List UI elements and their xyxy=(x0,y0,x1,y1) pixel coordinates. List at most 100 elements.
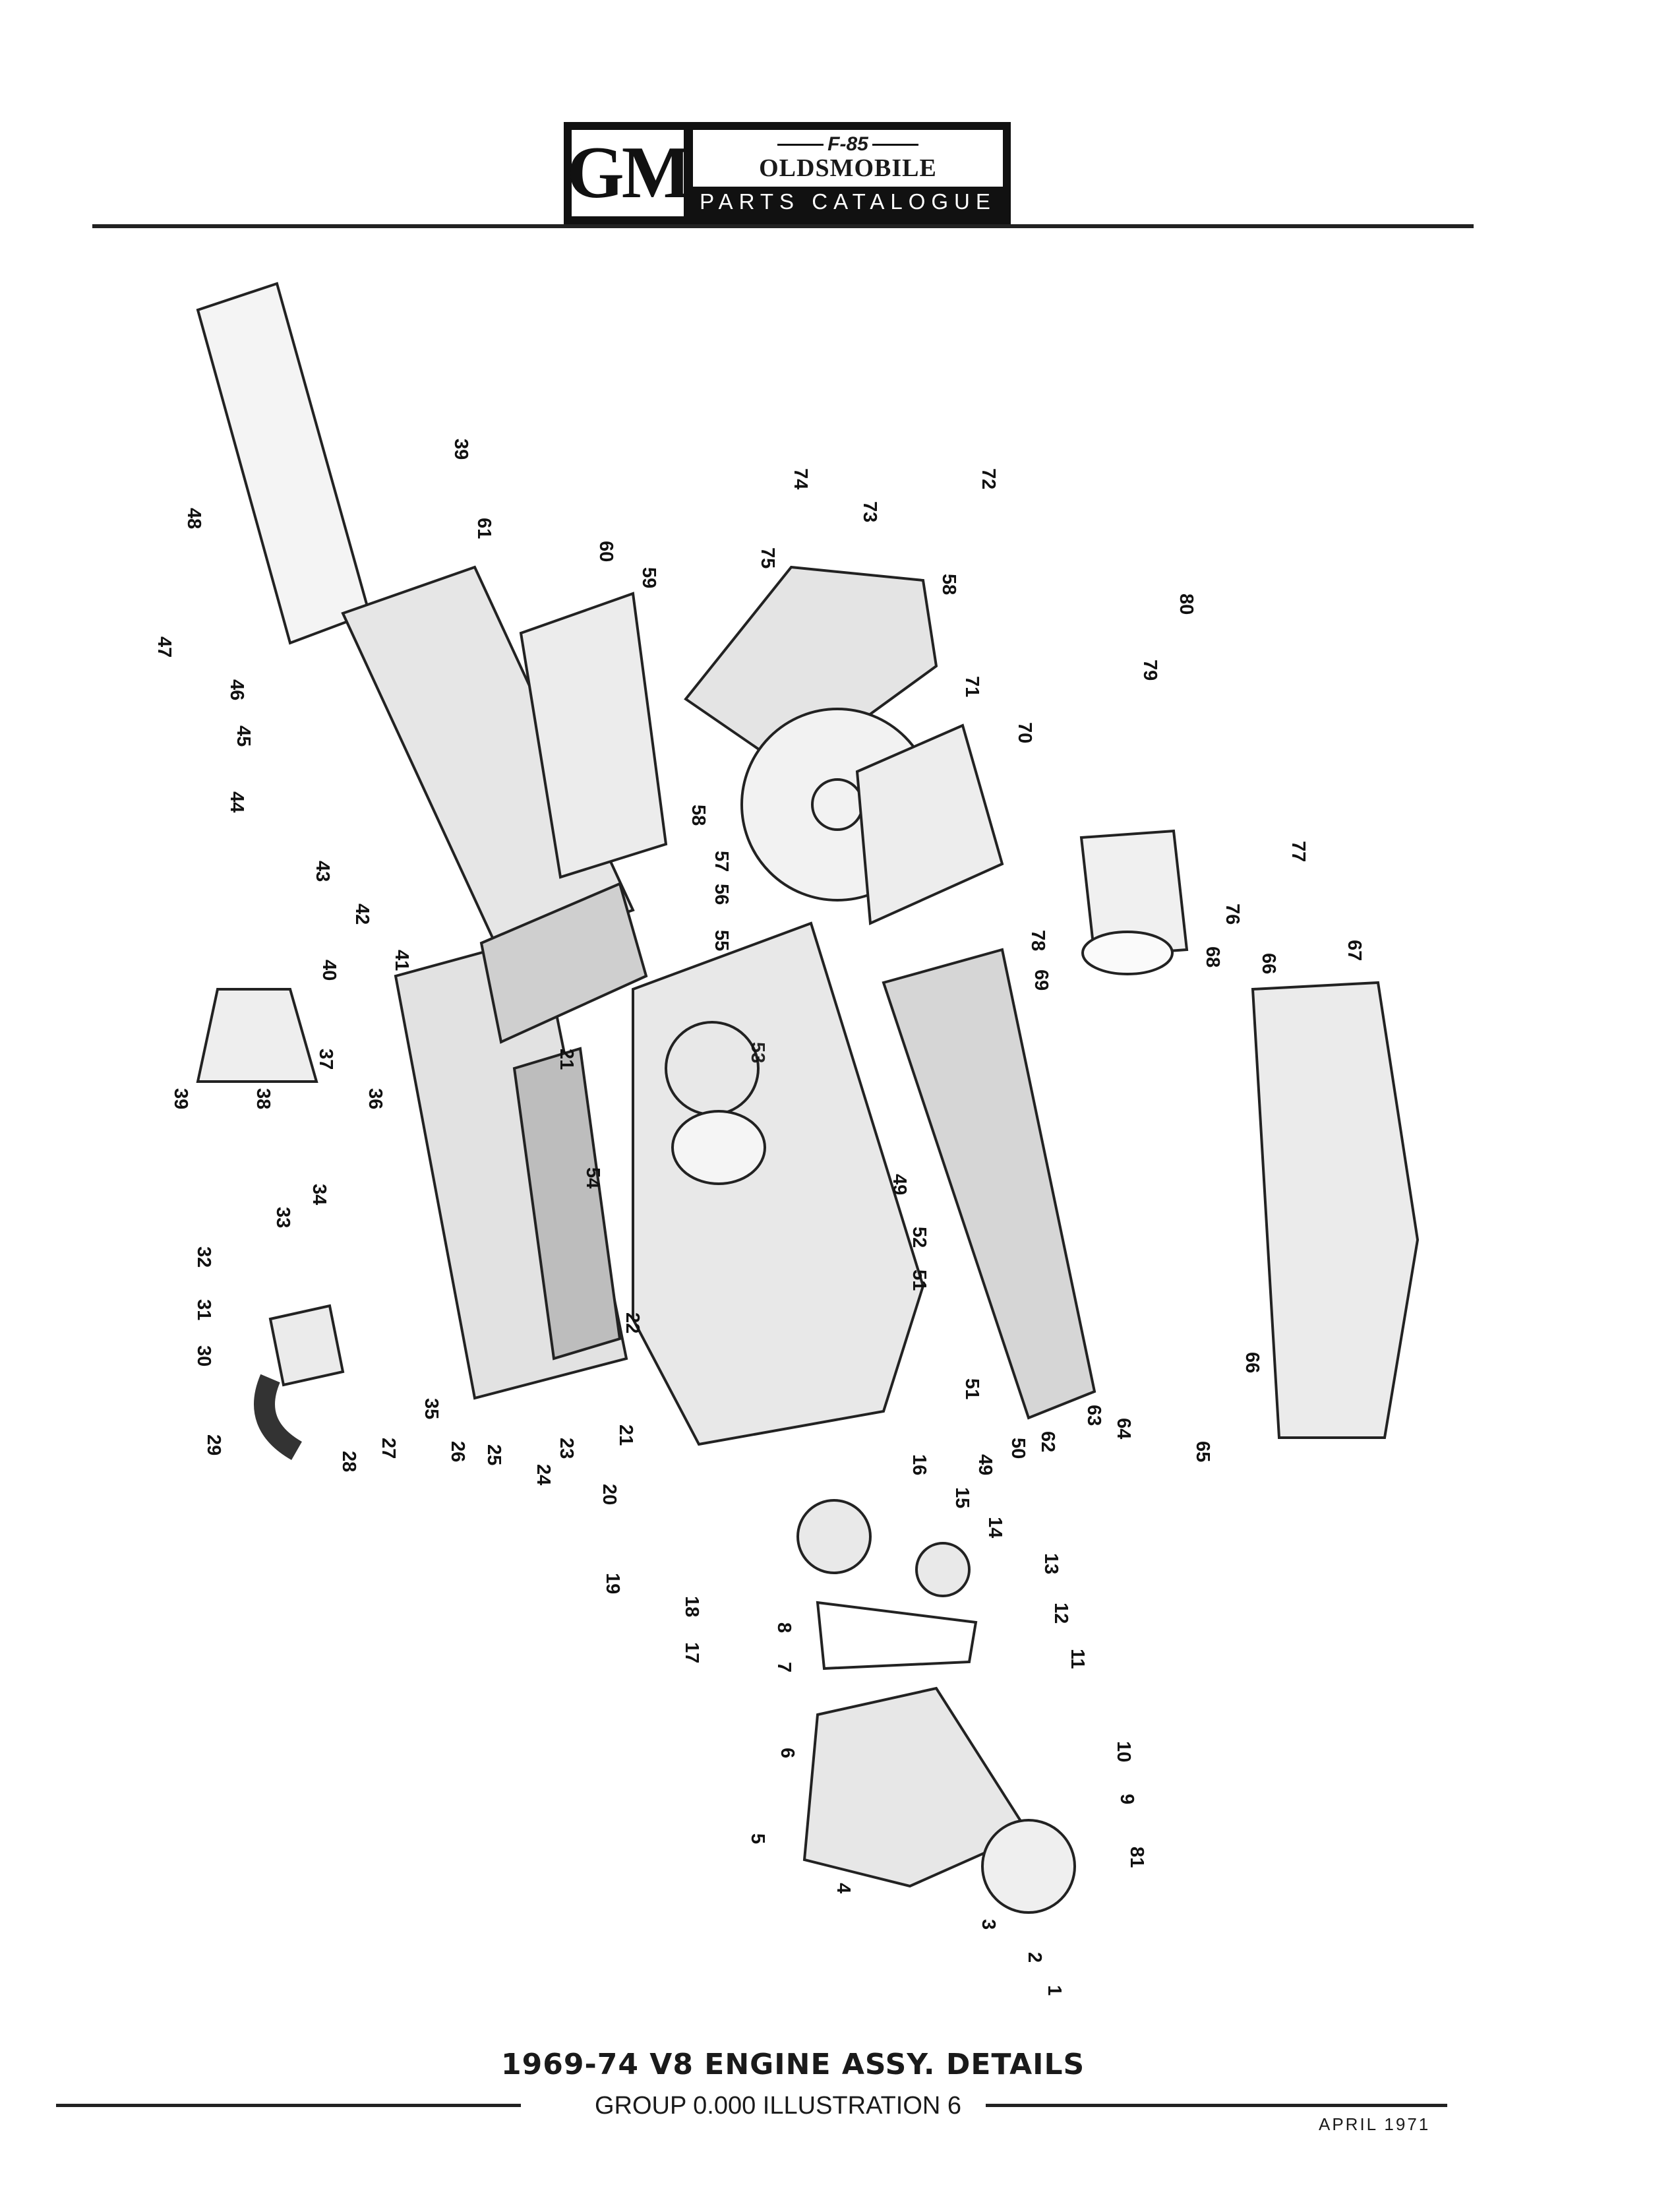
callout-12: 12 xyxy=(1050,1603,1071,1624)
callout-41: 41 xyxy=(391,950,412,971)
timing-cover-shape xyxy=(802,1686,1031,1888)
callout-5: 5 xyxy=(747,1833,768,1844)
callout-2: 2 xyxy=(1024,1952,1045,1963)
callout-38: 38 xyxy=(253,1088,274,1109)
callout-49b: 49 xyxy=(975,1454,996,1475)
callout-24: 24 xyxy=(533,1464,554,1485)
callout-11: 11 xyxy=(1067,1649,1088,1669)
callout-74: 74 xyxy=(790,468,811,489)
callout-80: 80 xyxy=(1176,594,1197,615)
callout-40: 40 xyxy=(318,960,340,981)
callout-70: 70 xyxy=(1014,722,1035,743)
callout-58b: 58 xyxy=(938,574,959,595)
gm-oldsmobile-logo: GM F-85 OLDSMOBILE PARTS CATALOGUE xyxy=(564,122,1011,224)
callout-72: 72 xyxy=(978,468,999,489)
callout-79: 79 xyxy=(1139,659,1160,681)
callout-59: 59 xyxy=(638,567,659,588)
callout-49a: 49 xyxy=(889,1174,910,1195)
oil-pan-shape xyxy=(1251,981,1420,1439)
header-rule xyxy=(92,224,1474,228)
callout-8: 8 xyxy=(773,1622,795,1633)
callout-15: 15 xyxy=(951,1487,973,1508)
callout-4: 4 xyxy=(833,1883,854,1893)
callout-47: 47 xyxy=(154,636,175,658)
callout-73: 73 xyxy=(859,501,880,522)
callout-10: 10 xyxy=(1113,1741,1134,1762)
diagram-caption: 1969-74 V8 ENGINE ASSY. DETAILS xyxy=(501,2048,1085,2081)
callout-63: 63 xyxy=(1083,1405,1104,1426)
footer-group-label: GROUP 0.000 ILLUSTRATION 6 xyxy=(594,2092,962,2120)
callout-17: 17 xyxy=(681,1642,702,1663)
callout-64: 64 xyxy=(1113,1418,1134,1439)
callout-52: 52 xyxy=(909,1227,930,1248)
callout-55: 55 xyxy=(711,930,732,951)
callout-1: 1 xyxy=(1044,1985,1065,1996)
water-outlet-shape xyxy=(268,1304,345,1387)
callout-21b: 21 xyxy=(556,1049,577,1070)
footer-rule-right xyxy=(986,2104,1447,2107)
callout-27: 27 xyxy=(378,1438,399,1459)
upper-hose-shape xyxy=(254,1374,303,1460)
callout-14: 14 xyxy=(984,1517,1005,1538)
callout-61: 61 xyxy=(473,518,495,539)
callout-50: 50 xyxy=(1007,1438,1029,1459)
callout-66a: 66 xyxy=(1242,1352,1263,1373)
timing-chain-shape xyxy=(816,1601,978,1670)
callout-20: 20 xyxy=(599,1484,620,1505)
callout-36: 36 xyxy=(365,1088,386,1109)
callout-22: 22 xyxy=(622,1312,643,1333)
starter-motor-shape xyxy=(1079,829,1189,958)
callout-30: 30 xyxy=(193,1345,214,1366)
callout-43: 43 xyxy=(312,861,333,882)
callout-23: 23 xyxy=(556,1438,577,1459)
harmonic-balancer-shape xyxy=(981,1819,1076,1914)
callout-3: 3 xyxy=(978,1919,999,1930)
callout-76: 76 xyxy=(1222,903,1243,925)
callout-33: 33 xyxy=(272,1207,293,1228)
brand-name-panel: F-85 OLDSMOBILE xyxy=(693,130,1003,187)
crank-sprocket-shape xyxy=(915,1542,971,1597)
publication-title: PARTS CATALOGUE xyxy=(700,189,996,214)
callout-9: 9 xyxy=(1116,1794,1137,1804)
callout-26: 26 xyxy=(447,1441,468,1462)
diagram-callouts: 1 2 3 4 5 6 7 8 9 10 11 12 13 14 15 16 1… xyxy=(154,439,1365,1996)
distributor-shape xyxy=(196,988,318,1083)
model-name: F-85 xyxy=(777,133,918,155)
callout-66b: 66 xyxy=(1258,953,1279,974)
callout-81: 81 xyxy=(1126,1847,1147,1868)
head-gasket-upper-shape xyxy=(479,882,648,1044)
callout-35: 35 xyxy=(421,1398,442,1419)
callout-48: 48 xyxy=(183,508,204,529)
callout-45: 45 xyxy=(233,725,254,747)
footer-rule-left xyxy=(56,2104,521,2107)
brand-column: F-85 OLDSMOBILE PARTS CATALOGUE xyxy=(693,130,1003,216)
callout-31: 31 xyxy=(193,1299,214,1320)
callout-46: 46 xyxy=(226,679,247,700)
callout-67: 67 xyxy=(1344,940,1365,961)
head-gasket-lower-shape xyxy=(512,1047,622,1361)
callout-58a: 58 xyxy=(688,805,709,826)
engine-block-shape xyxy=(632,921,925,1446)
callout-28: 28 xyxy=(338,1451,359,1472)
callout-78: 78 xyxy=(1027,930,1048,951)
crankshaft-shape xyxy=(882,948,1096,1420)
callout-19: 19 xyxy=(602,1573,623,1594)
dust-shield-shape xyxy=(855,723,1004,925)
callout-6: 6 xyxy=(777,1748,798,1758)
callout-7: 7 xyxy=(773,1662,795,1672)
callout-34: 34 xyxy=(309,1184,330,1205)
make-name: OLDSMOBILE xyxy=(759,154,937,182)
callout-32: 32 xyxy=(193,1246,214,1268)
callout-57: 57 xyxy=(711,851,732,872)
callout-75: 75 xyxy=(757,547,778,568)
callout-69: 69 xyxy=(1031,969,1052,991)
callout-39b: 39 xyxy=(450,439,471,460)
piston-shape xyxy=(671,1110,766,1185)
callout-39a: 39 xyxy=(170,1088,191,1109)
callout-53: 53 xyxy=(747,1042,768,1063)
callout-18: 18 xyxy=(681,1596,702,1617)
callout-68: 68 xyxy=(1202,946,1223,967)
callout-51b: 51 xyxy=(961,1378,982,1399)
callout-42: 42 xyxy=(351,903,373,925)
